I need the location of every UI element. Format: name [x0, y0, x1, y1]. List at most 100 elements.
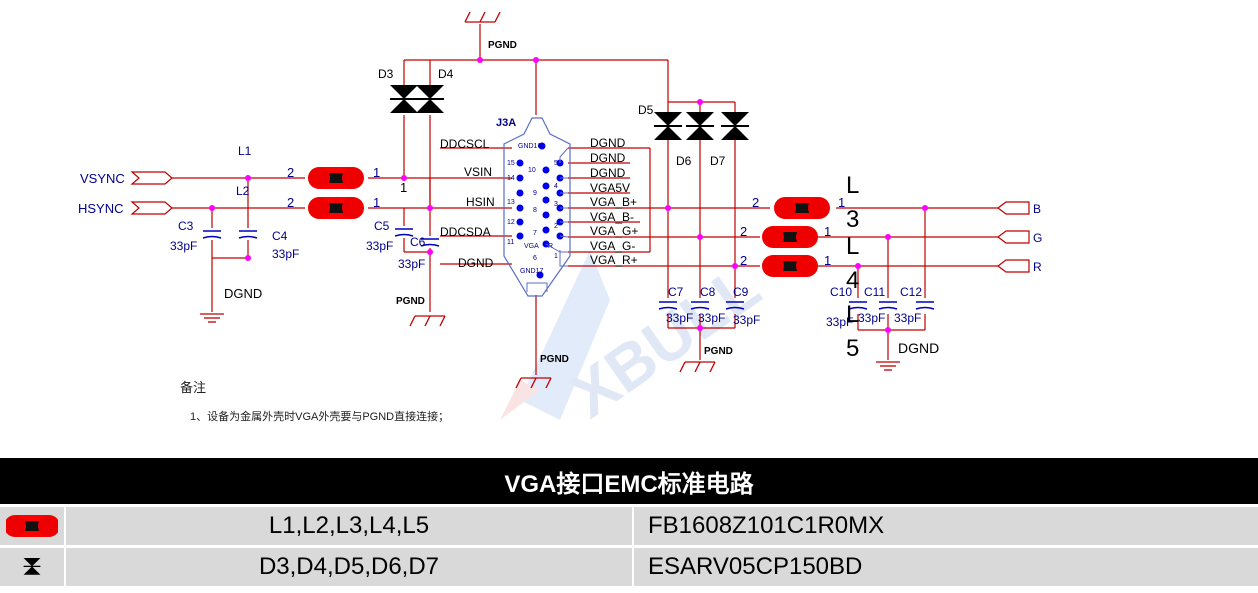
label-j3a: J3A	[496, 117, 516, 129]
pin-3: 3	[554, 201, 558, 208]
label-l4-number: 4	[846, 267, 859, 294]
vga-connector-j3a	[503, 117, 571, 297]
val-c12: 33pF	[894, 311, 921, 325]
pin-r: R	[548, 243, 553, 250]
sig-vga-b-plus: VGA_B+	[590, 195, 637, 209]
label-c9: C9	[733, 285, 749, 299]
pin-label-1: 1	[400, 180, 407, 195]
label-d4: D4	[438, 67, 454, 81]
notes-title: 备注	[180, 380, 206, 395]
pin-l5-2: 2	[740, 253, 747, 268]
pin-10: 10	[528, 167, 536, 174]
ferrite-bead-icon	[0, 507, 64, 545]
label-l5-letter: L	[846, 301, 859, 328]
pin-2: 2	[554, 223, 558, 230]
label-c12: C12	[900, 285, 922, 299]
sig-vga-b-minus: VGA_B-	[590, 210, 634, 224]
pin-l3-1: 1	[838, 195, 845, 210]
label-pgnd-right: PGND	[704, 346, 733, 357]
pin-vga: VGA	[524, 243, 539, 250]
pin-1: 1	[554, 253, 558, 260]
pin-9: 9	[533, 190, 537, 197]
sig-dgnd-1: DGND	[590, 136, 626, 150]
pin-7: 7	[533, 230, 537, 237]
pin-15: 15	[507, 160, 515, 167]
pin-l4-2: 2	[740, 224, 747, 239]
junction-dots	[209, 57, 928, 333]
label-l3-letter: L	[846, 172, 859, 199]
pin-l4-1: 1	[824, 224, 831, 239]
parts-table: VGA接口EMC标准电路 L1,L2,L3,L4,L5 FB1608Z101C1…	[0, 458, 1258, 586]
label-hsync: HSYNC	[78, 201, 124, 216]
label-d5: D5	[638, 103, 654, 117]
wires	[172, 24, 998, 375]
label-c8: C8	[700, 285, 716, 299]
label-pgnd-connector: PGND	[540, 354, 569, 365]
pin-l1-1: 1	[373, 165, 380, 180]
label-l3-number: 3	[846, 206, 859, 233]
val-c3: 33pF	[170, 239, 197, 253]
label-dgnd-right: DGND	[898, 340, 939, 356]
label-d3: D3	[378, 67, 394, 81]
label-c4: C4	[272, 229, 288, 243]
val-c9: 33pF	[733, 313, 760, 327]
pin-gnd16: GND16	[518, 143, 541, 150]
pin-gnd17: GND17	[520, 268, 543, 275]
table-row: L1,L2,L3,L4,L5 FB1608Z101C1R0MX	[0, 507, 1258, 545]
label-c10: C10	[830, 285, 852, 299]
ports	[130, 171, 1030, 273]
sig-vga-g-plus: VGA_G+	[590, 224, 638, 238]
label-output-g: G	[1033, 231, 1042, 245]
tvs-diodes	[389, 84, 750, 141]
sig-dgnd-3: DGND	[590, 166, 626, 180]
label-l1: L1	[238, 144, 252, 158]
table-cell-parts: D3,D4,D5,D6,D7	[64, 548, 632, 586]
label-c3: C3	[178, 219, 194, 233]
label-c6: C6	[410, 235, 426, 249]
pin-l5-1: 1	[824, 253, 831, 268]
pin-6: 6	[533, 255, 537, 262]
sig-dgnd-2: DGND	[590, 151, 626, 165]
table-cell-part-number: ESARV05CP150BD	[632, 548, 1258, 586]
label-d6: D6	[676, 154, 692, 168]
table-cell-part-number: FB1608Z101C1R0MX	[632, 507, 1258, 545]
label-l2: L2	[236, 184, 250, 198]
sig-ddcsda: DDCSDA	[440, 225, 491, 239]
label-dgnd-left: DGND	[224, 286, 262, 301]
pin-l3-2: 2	[752, 195, 759, 210]
table-row: D3,D4,D5,D6,D7 ESARV05CP150BD	[0, 548, 1258, 586]
label-l5-number: 5	[846, 335, 859, 362]
val-c11: 33pF	[858, 311, 885, 325]
label-d7: D7	[710, 154, 726, 168]
vga-emc-schematic: XBULL	[78, 11, 1042, 431]
label-c7: C7	[668, 285, 684, 299]
label-l4-letter: L	[846, 233, 859, 260]
pin-l2-2: 2	[287, 195, 294, 210]
sig-hsin: HSIN	[466, 195, 495, 209]
sig-ddcscl: DDCSCL	[440, 137, 490, 151]
pin-5: 5	[554, 160, 558, 167]
sig-vga-r-plus: VGA_R+	[590, 253, 638, 267]
pin-12: 12	[507, 219, 515, 226]
pin-l2-1: 1	[373, 195, 380, 210]
table-title: VGA接口EMC标准电路	[0, 458, 1258, 504]
val-c5: 33pF	[366, 239, 393, 253]
pin-l1-2: 2	[287, 165, 294, 180]
table-cell-parts: L1,L2,L3,L4,L5	[64, 507, 632, 545]
label-c11: C11	[864, 285, 885, 299]
sig-dgnd-left: DGND	[458, 256, 494, 270]
val-c10: 33pF	[826, 315, 853, 329]
val-c6: 33pF	[398, 257, 425, 271]
sig-vsin: VSIN	[464, 165, 492, 179]
label-output-b: B	[1033, 202, 1041, 216]
label-pgnd-c6: PGND	[396, 296, 425, 307]
label-output-r: R	[1033, 260, 1042, 274]
pin-8: 8	[533, 207, 537, 214]
val-c7: 33pF	[666, 311, 693, 325]
pin-14: 14	[507, 175, 515, 182]
notes-text: 1、设备为金属外壳时VGA外壳要与PGND直接连接；	[190, 409, 449, 423]
pin-11: 11	[507, 239, 514, 246]
sig-vga-g-minus: VGA_G-	[590, 239, 635, 253]
val-c8: 33pF	[698, 311, 725, 325]
pin-4: 4	[554, 183, 558, 190]
